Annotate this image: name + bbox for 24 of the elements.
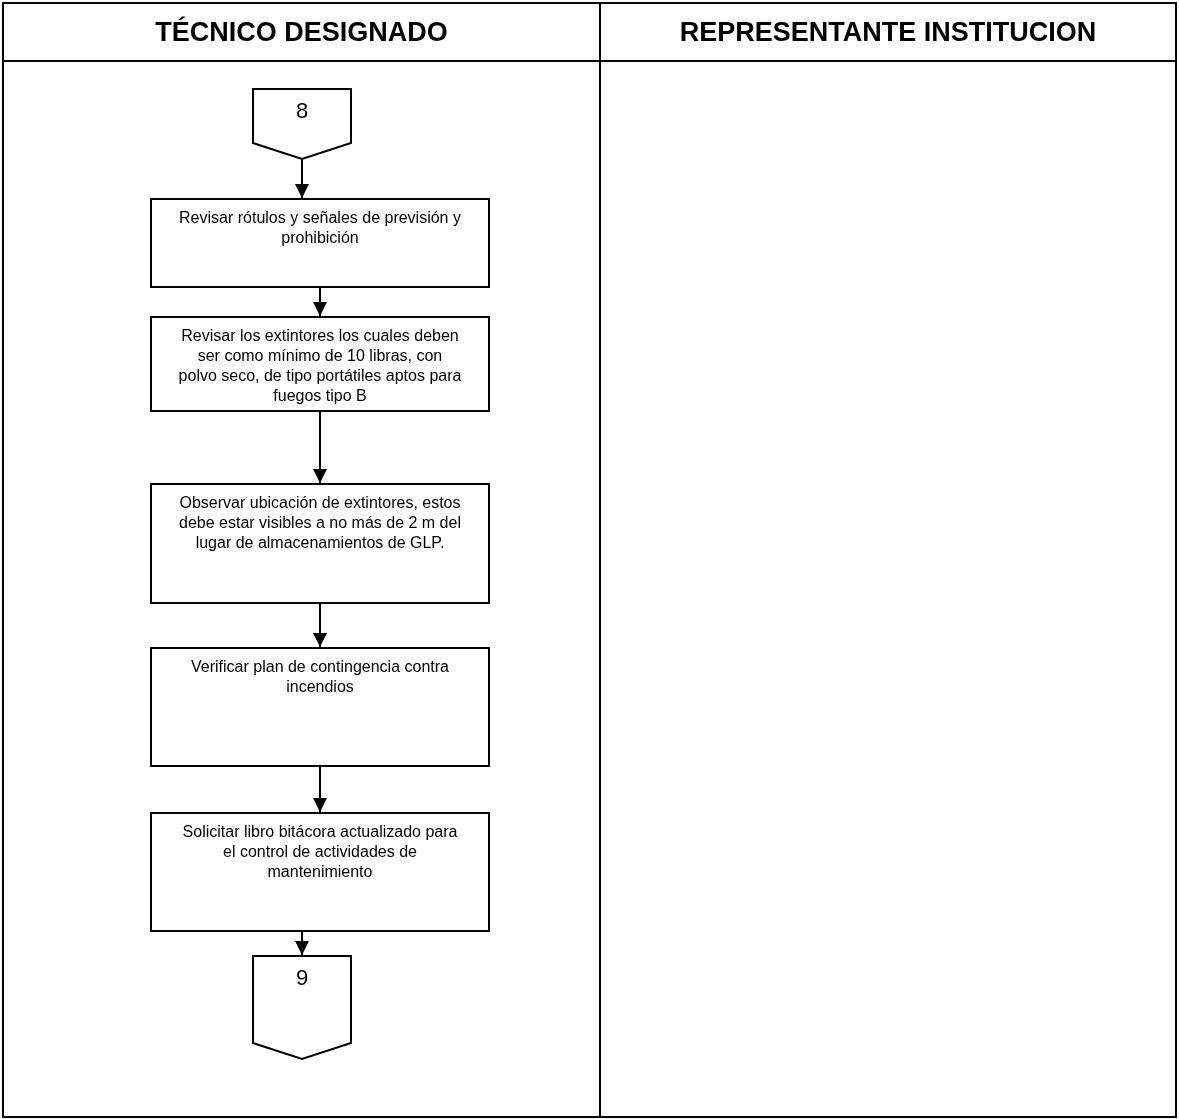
- swimlane-column: [599, 2, 1177, 1118]
- process-box: [150, 316, 490, 412]
- process-box: [150, 483, 490, 604]
- flow-arrow: [313, 766, 327, 813]
- connector-number: 9: [295, 967, 309, 989]
- process-box: [150, 812, 490, 932]
- step-text: Verificar plan de contingencia contra incendios: [190, 657, 450, 697]
- connector-number: 8: [295, 100, 309, 122]
- lane-title: TÉCNICO DESIGNADO: [155, 16, 448, 48]
- flow-arrow: [295, 159, 309, 199]
- flow-arrow: [313, 603, 327, 648]
- step-text: Observar ubicación de extintores, estos debe estar visibles a no más de 2 m del lugar de almacenamientos de GLP.: [178, 493, 462, 553]
- swimlane-column: [2, 2, 601, 1118]
- lane-title: REPRESENTANTE INSTITUCION: [679, 16, 1097, 48]
- process-box: [150, 647, 490, 767]
- flow-arrow: [295, 931, 309, 956]
- flow-arrow: [313, 411, 327, 484]
- off-page-connector: [252, 88, 352, 160]
- flow-arrow: [313, 287, 327, 317]
- step-text: Solicitar libro bitácora actualizado para el control de actividades de mantenimiento: [181, 822, 459, 882]
- process-box: [150, 198, 490, 288]
- step-text: Revisar los extintores los cuales deben ser como mínimo de 10 libras, con polvo seco, de tipo portátiles aptos para fuegos tipo B: [178, 326, 462, 406]
- off-page-connector: [252, 955, 352, 1060]
- step-text: Revisar rótulos y señales de previsión y prohibición: [178, 208, 462, 248]
